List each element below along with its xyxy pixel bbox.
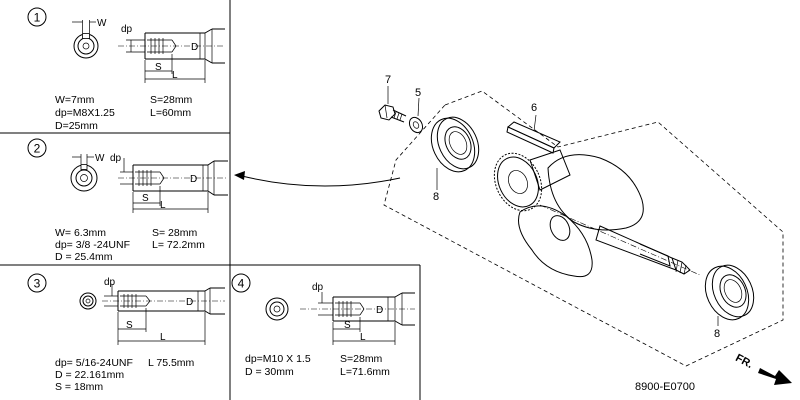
panel-4-s-label: S xyxy=(344,320,351,331)
panel-4: 4 dp D xyxy=(231,273,415,378)
panel-3-spec-l: L 75.5mm xyxy=(148,357,195,369)
panel-2-l-label: L xyxy=(160,200,166,211)
panel-1-spec-l: L=60mm xyxy=(150,107,191,119)
panel-1-number: 1 xyxy=(34,11,41,25)
bolt-part: 7 xyxy=(378,74,407,123)
front-direction-indicator: FR. xyxy=(733,352,792,385)
panel-1-spec-w: W=7mm xyxy=(55,94,95,106)
panel-3-d-label: D xyxy=(186,297,193,308)
panel-2-spec-l: L= 72.2mm xyxy=(152,239,205,251)
panel-frame xyxy=(0,0,421,400)
panel-4-dp-label: dp xyxy=(312,282,324,293)
panel-1-spec-d: D=25mm xyxy=(55,120,98,132)
right-bearing-callout: 8 xyxy=(714,328,720,340)
panel-1: 1 W xyxy=(27,7,225,132)
pointer-arrow xyxy=(234,171,401,187)
panel-4-d-label: D xyxy=(376,305,383,316)
key-callout: 6 xyxy=(531,102,537,114)
washer-part: 5 xyxy=(408,87,424,134)
panel-3: 3 dp D xyxy=(27,273,225,393)
panel-2-d-label: D xyxy=(190,174,197,185)
panel-4-spec-s: S=28mm xyxy=(340,353,383,365)
panel-3-dp-label: dp xyxy=(104,277,116,288)
bolt-callout: 7 xyxy=(385,74,391,86)
front-arrow-icon xyxy=(758,368,792,385)
panel-2-end-view: W xyxy=(70,153,105,192)
panel-2-spec-s: S= 28mm xyxy=(152,227,197,239)
panel-1-d-label: D xyxy=(191,42,198,53)
panel-1-dp-label: dp xyxy=(121,24,133,35)
panel-3-spec-d: D = 22.161mm xyxy=(55,369,124,381)
panel-1-side-view: dp D S L xyxy=(118,24,225,83)
panel-3-number: 3 xyxy=(34,277,41,291)
panel-4-l-label: L xyxy=(360,332,366,343)
panel-4-spec-l: L=71.6mm xyxy=(340,366,390,378)
key-part: 6 xyxy=(506,102,561,154)
panel-1-l-label: L xyxy=(172,70,178,81)
right-bearing-part: 8 xyxy=(704,264,755,340)
panel-2-side-view: dp D S L xyxy=(110,153,228,213)
front-direction-label: FR. xyxy=(733,352,754,371)
panel-2-spec-w: W= 6.3mm xyxy=(55,227,106,239)
left-bearing-part: 8 xyxy=(430,116,480,203)
washer-callout: 5 xyxy=(415,87,421,99)
panel-2: 2 W xyxy=(27,138,228,263)
panel-4-number: 4 xyxy=(238,277,245,291)
panel-3-spec-s: S = 18mm xyxy=(55,381,103,393)
panel-4-spec-d: D = 30mm xyxy=(245,366,294,378)
left-bearing-callout: 8 xyxy=(433,191,439,203)
panel-4-end-view xyxy=(265,297,289,321)
panel-1-spec-s: S=28mm xyxy=(150,94,193,106)
panel-1-s-label: S xyxy=(155,62,162,73)
panel-1-spec-dp: dp=M8X1.25 xyxy=(55,107,115,119)
panel-3-l-label: L xyxy=(160,332,166,343)
panel-3-side-view: dp D S L xyxy=(102,277,225,345)
panel-1-end-view: W xyxy=(72,18,107,59)
assembly-outline xyxy=(383,90,784,367)
panel-2-spec-dp: dp= 3/8 -24UNF xyxy=(55,239,130,251)
reference-code: 8900-E0700 xyxy=(635,381,695,393)
panel-1-w-label: W xyxy=(97,18,107,29)
panel-3-spec-dp: dp= 5/16-24UNF xyxy=(55,357,133,369)
panel-3-end-view xyxy=(79,292,97,310)
panel-2-s-label: S xyxy=(142,193,149,204)
crankshaft-part xyxy=(493,149,701,278)
panel-2-number: 2 xyxy=(34,142,41,156)
panel-2-spec-d: D = 25.4mm xyxy=(55,251,113,263)
panel-2-dp-label: dp xyxy=(110,153,122,164)
panel-4-spec-dp: dp=M10 X 1.5 xyxy=(245,353,311,365)
panel-3-s-label: S xyxy=(126,320,133,331)
panel-2-w-label: W xyxy=(95,153,105,164)
panel-4-side-view: dp D S L xyxy=(300,282,415,345)
